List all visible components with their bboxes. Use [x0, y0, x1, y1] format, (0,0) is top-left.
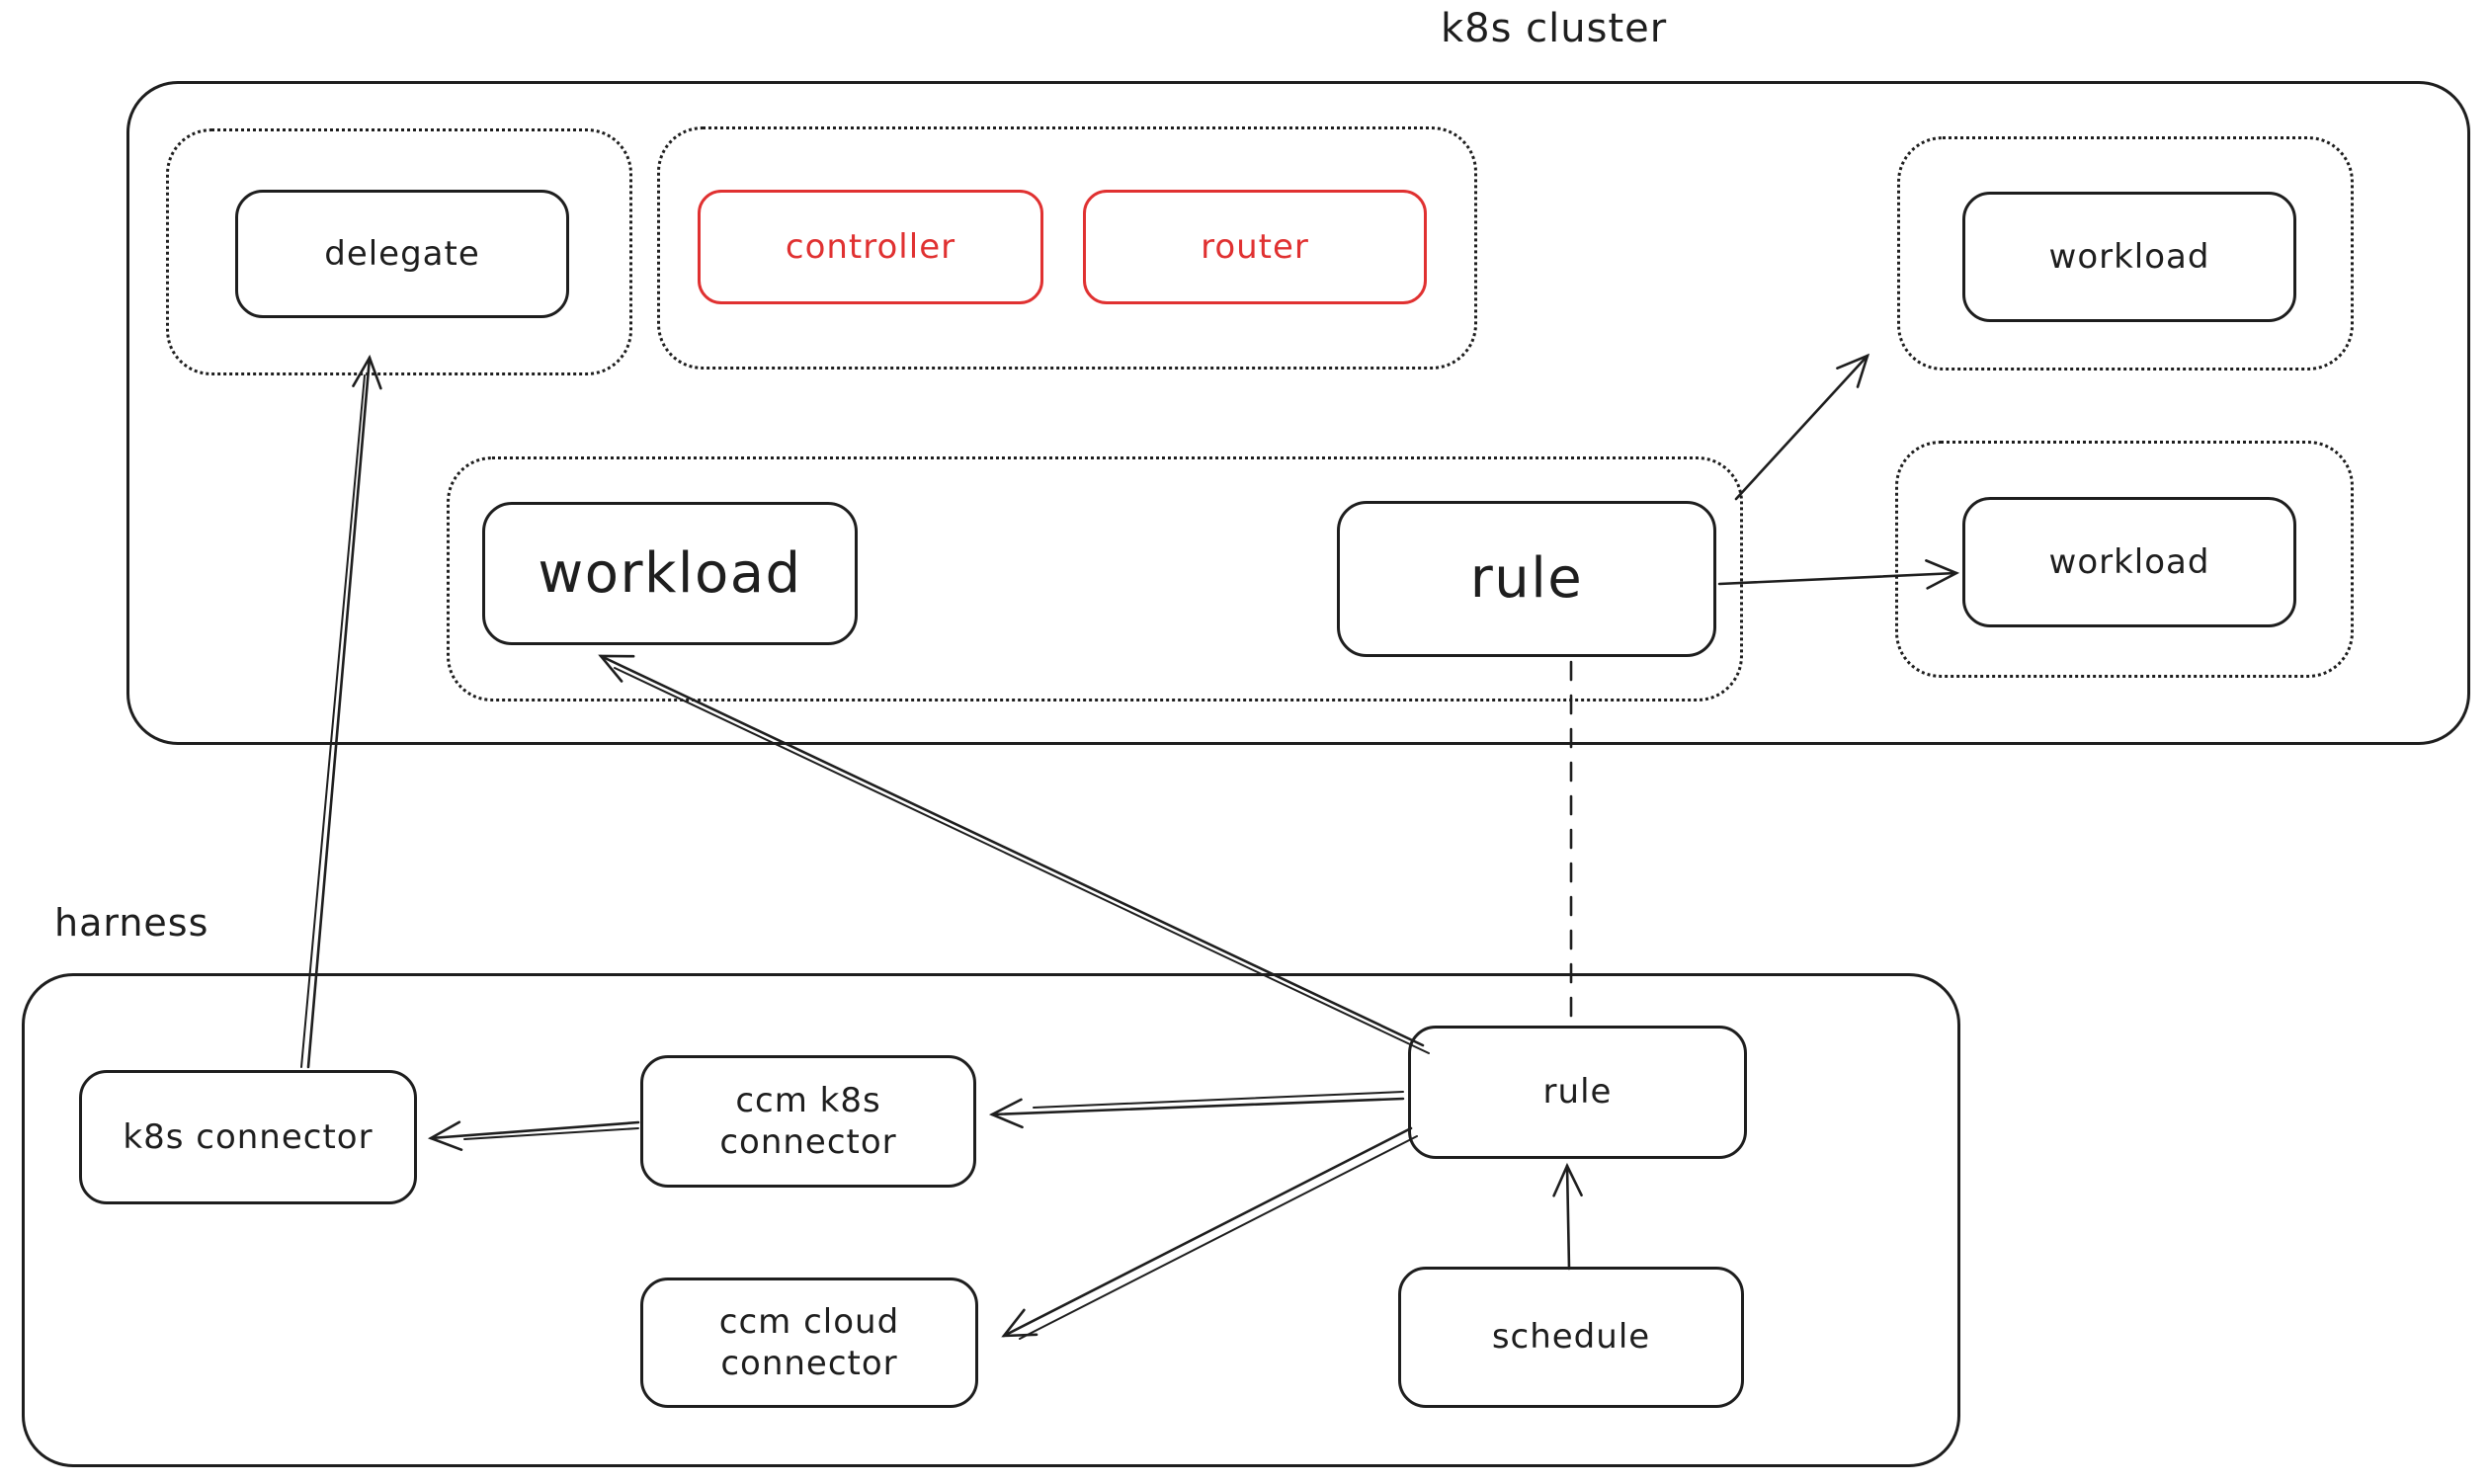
ccm-cloud-connector-line1: ccm cloud — [718, 1301, 900, 1342]
controller-label: controller — [785, 226, 956, 267]
k8s-connector-label: k8s connector — [123, 1116, 374, 1157]
harness-label: harness — [54, 901, 209, 945]
workload-main-label: workload — [538, 540, 802, 606]
workload-right-group — [1895, 441, 2354, 678]
workload-main-node: workload — [482, 502, 858, 645]
workload-right-node: workload — [1962, 497, 2296, 627]
k8s-connector-node: k8s connector — [79, 1070, 417, 1204]
rule-harness-label: rule — [1542, 1072, 1613, 1113]
schedule-label: schedule — [1491, 1317, 1651, 1358]
ccm-k8s-connector-line1: ccm k8s — [735, 1080, 881, 1120]
k8s-cluster-label: k8s cluster — [1441, 6, 1668, 51]
delegate-label: delegate — [324, 233, 480, 274]
controller-node: controller — [698, 190, 1043, 304]
router-node: router — [1083, 190, 1427, 304]
rule-cluster-node: rule — [1337, 501, 1716, 657]
rule-cluster-label: rule — [1469, 546, 1584, 611]
rule-harness-node: rule — [1408, 1026, 1747, 1159]
delegate-group — [166, 128, 632, 375]
workload-top-right-label: workload — [2048, 236, 2210, 277]
workload-top-right-group — [1897, 136, 2354, 371]
ccm-cloud-connector-line2: connector — [720, 1344, 898, 1383]
ccm-cloud-connector-node: ccm cloud connector — [640, 1278, 978, 1408]
router-label: router — [1201, 226, 1309, 267]
workload-top-right-node: workload — [1962, 192, 2296, 322]
workload-right-label: workload — [2048, 541, 2210, 582]
ccm-k8s-connector-line2: connector — [719, 1122, 897, 1162]
delegate-node: delegate — [235, 190, 569, 318]
ccm-k8s-connector-node: ccm k8s connector — [640, 1055, 976, 1188]
schedule-node: schedule — [1398, 1267, 1744, 1408]
controller-router-group — [657, 126, 1477, 370]
